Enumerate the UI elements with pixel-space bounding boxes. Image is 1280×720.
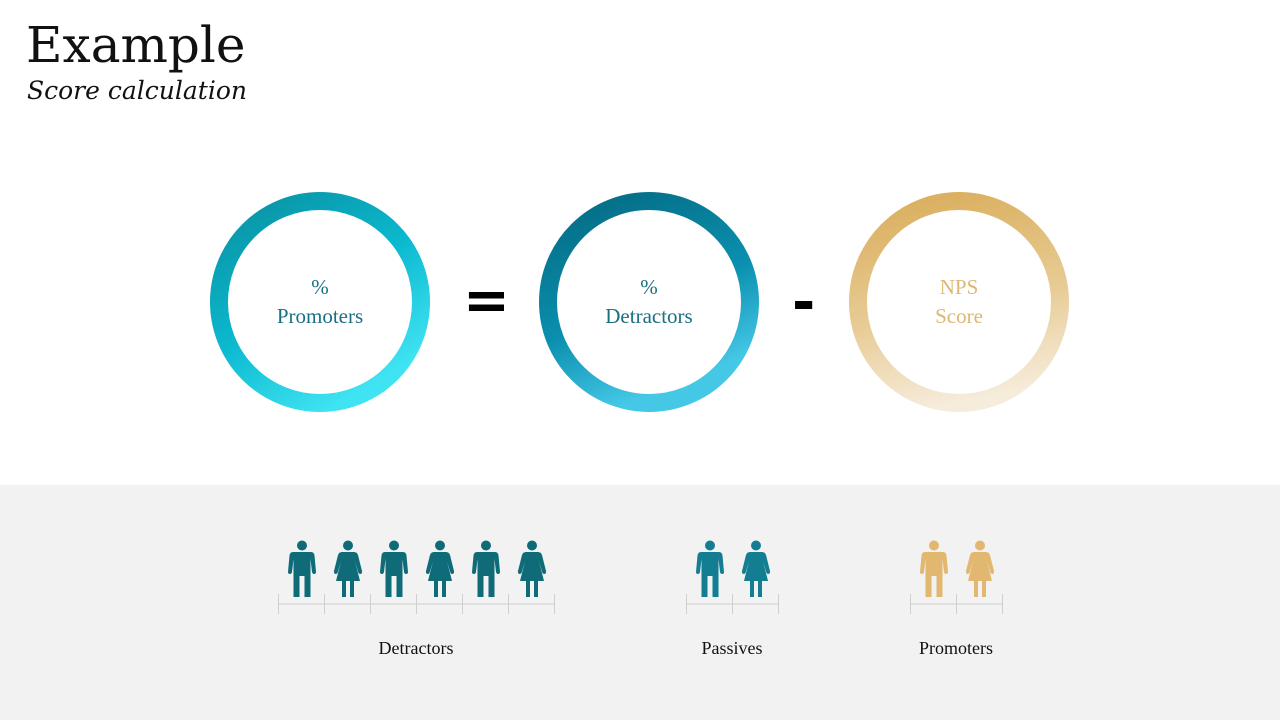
female-person-icon: [741, 540, 771, 598]
detractors-group-label: Detractors: [378, 638, 454, 658]
slide-title: Example: [26, 16, 246, 74]
male-person-icon: [287, 540, 317, 598]
promoters-scale: [910, 594, 1003, 614]
detractors-circle: % Detractors: [539, 192, 759, 412]
equals-operator: =: [463, 268, 510, 333]
female-person-icon: [425, 540, 455, 598]
people-band: [0, 485, 1280, 720]
male-person-icon: [379, 540, 409, 598]
female-person-icon: [333, 540, 363, 598]
male-person-icon: [471, 540, 501, 598]
male-person-icon: [695, 540, 725, 598]
promoters-circle: % Promoters: [210, 192, 430, 412]
detractors-scale: [278, 594, 555, 614]
female-person-icon: [517, 540, 547, 598]
promoters-text: Promoters: [276, 304, 364, 328]
promoters-group-label: Promoters: [919, 638, 993, 658]
passives-group-label: Passives: [701, 638, 763, 658]
promoters-percent-sign: %: [311, 275, 329, 299]
detractors-circle-label: % Detractors: [539, 192, 759, 412]
nps-score-circle: NPS Score: [849, 192, 1069, 412]
detractors-percent-sign: %: [640, 275, 658, 299]
minus-operator: -: [792, 270, 816, 335]
passives-scale: [686, 594, 779, 614]
female-person-icon: [965, 540, 995, 598]
detractors-text: Detractors: [605, 304, 693, 328]
score-text: Score: [935, 304, 983, 328]
promoters-circle-label: % Promoters: [210, 192, 430, 412]
slide-subtitle: Score calculation: [27, 76, 247, 105]
nps-text: NPS: [939, 275, 979, 299]
nps-score-circle-label: NPS Score: [849, 192, 1069, 412]
male-person-icon: [919, 540, 949, 598]
